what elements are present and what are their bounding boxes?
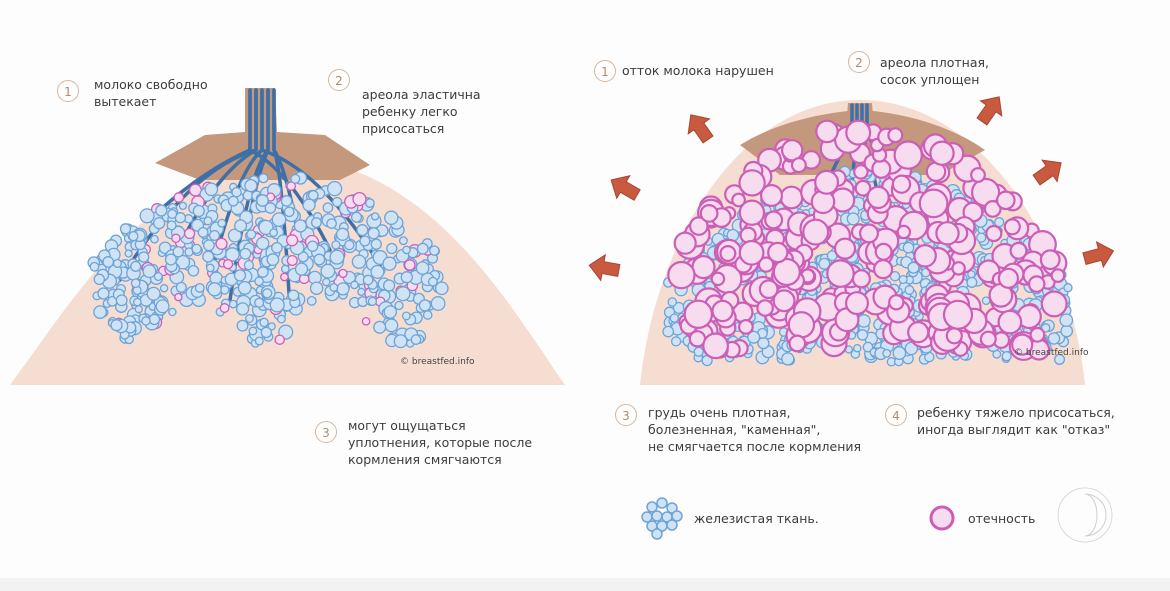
right-note1-number: 1 — [594, 60, 616, 82]
right-credit: © breastfed.info — [1014, 348, 1089, 358]
left-note3-number: 3 — [315, 421, 337, 443]
right-note2-number: 2 — [848, 51, 870, 73]
engorged-breast-illustration — [640, 100, 1085, 385]
left-note2-number: 2 — [328, 69, 350, 91]
gland-legend-label: железистая ткань. — [694, 511, 819, 526]
edema-legend-label: отечность — [968, 511, 1036, 526]
right-note2-text: ареола плотная, сосок уплощен — [880, 55, 989, 87]
right-note4-text: ребенку тяжело присосаться, иногда выгля… — [917, 405, 1115, 437]
left-note3-text: могут ощущаться уплотнения, которые посл… — [348, 418, 533, 467]
edema-circle-icon — [929, 505, 955, 531]
right-note3-text: грудь очень плотная, болезненная, "камен… — [648, 405, 862, 454]
right-note1-text: отток молока нарушен — [622, 63, 774, 78]
right-note3-number: 3 — [615, 404, 637, 426]
normal-breast-illustration — [10, 88, 565, 385]
right-note4-number: 4 — [885, 404, 907, 426]
left-credit: © breastfed.info — [400, 357, 475, 367]
bottom-strip — [0, 578, 1170, 591]
left-note2-text: ареола эластична ребенку легко присосать… — [362, 87, 481, 136]
channel-logo-icon — [1056, 486, 1114, 544]
gland-cluster-icon — [641, 497, 683, 540]
left-note1-text: молоко свободно вытекает — [94, 77, 208, 109]
left-note1-number: 1 — [57, 80, 79, 102]
